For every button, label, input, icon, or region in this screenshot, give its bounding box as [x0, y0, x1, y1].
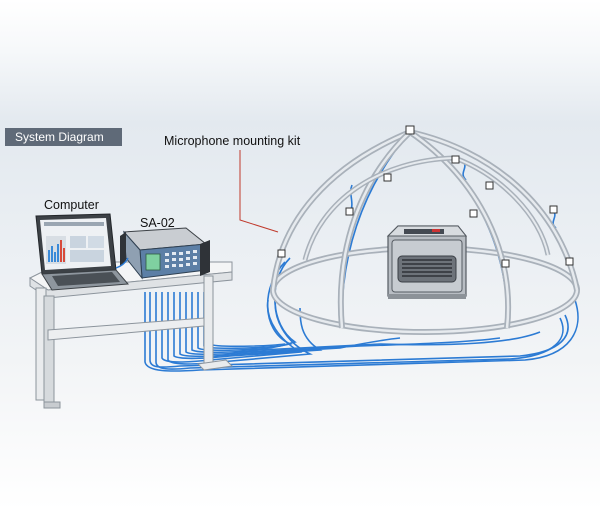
- microphone-icon: [345, 207, 354, 216]
- microphone-icon: [277, 249, 286, 258]
- microphone-icon: [501, 259, 510, 268]
- microphone-icon: [469, 209, 478, 218]
- sa02-label: SA-02: [140, 216, 175, 230]
- microphone-clips: [277, 125, 574, 268]
- microphone-icon: [485, 181, 494, 190]
- microphone-icon: [405, 125, 415, 135]
- cable-bundle: [144, 257, 579, 372]
- leader-line: [239, 150, 279, 233]
- microphone-icon: [565, 257, 574, 266]
- system-diagram-tag: System Diagram: [5, 128, 122, 146]
- laptop-cable: [115, 257, 129, 269]
- microphone-icon: [451, 155, 460, 164]
- microphone-icon: [549, 205, 558, 214]
- microphone-icon: [383, 173, 392, 182]
- laptop-icon: [35, 213, 130, 291]
- heater-device-icon: [386, 225, 468, 299]
- computer-label: Computer: [44, 198, 99, 212]
- sa02-analyzer-icon: [120, 227, 210, 280]
- microphone-kit-label: Microphone mounting kit: [164, 134, 301, 148]
